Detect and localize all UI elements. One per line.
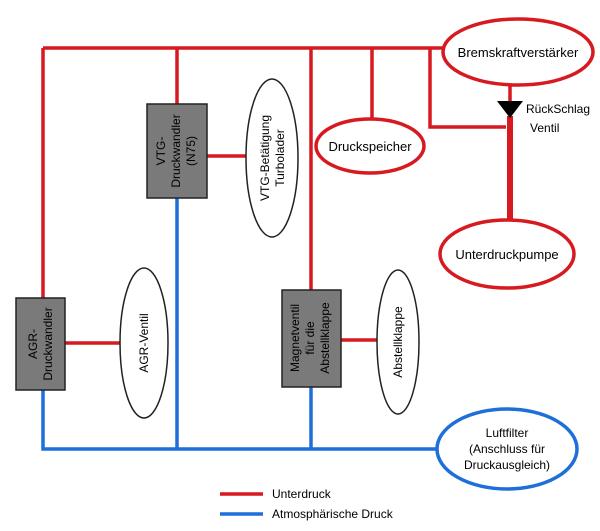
egr-converter-label-1: AGR- [26,329,40,359]
air-filter-label-1: Luftfilter [486,426,529,440]
pressure-accumulator-label: Druckspeicher [328,139,412,154]
vtg-pressure-converter: VTG- Druckwandler (N75) [146,103,208,199]
brake-booster-shape [441,17,595,87]
egr-valve: AGR-Ventil [119,267,169,419]
brake-booster-label: Bremskraftverstärker [458,45,579,60]
vtg-actuator-shape [245,78,299,238]
egr-valve-shape [119,267,169,419]
vtg-converter-box [146,103,208,199]
legend-vacuum-label: Unterdruck [272,487,332,501]
air-filter-shape [435,407,579,491]
check-valve-icon [497,101,523,118]
vtg-actuator-turbocharger: VTG-Betätigung Turbolader [245,78,299,238]
air-filter-label-2: (Anschluss für [469,442,545,456]
vacuum-pump: Unterdruckpumpe [438,218,576,290]
air-filter-label-3: Druckausgleich) [464,458,550,472]
vtg-converter-label-3: (N75) [184,136,198,166]
vacuum-pump-label: Unterdruckpumpe [455,247,558,262]
vtg-actuator-label-1: VTG-Betätigung [258,115,272,201]
vtg-converter-label-1: VTG- [154,137,168,166]
shutoff-solenoid-valve: Magnetventil für die Abstellklappe [281,289,342,388]
air-filter: Luftfilter (Anschluss für Druckausgleich… [435,407,579,491]
vacuum-line-check-valve [428,48,506,129]
vacuum-lines [41,46,512,345]
brake-booster: Bremskraftverstärker [441,17,595,87]
solenoid-label-2: für die [303,321,317,355]
atmo-line-bottom-trunk [41,390,437,451]
vtg-actuator-label-2: Turbolader [273,129,287,187]
egr-converter-box [15,297,66,391]
solenoid-label-1: Magnetventil [288,304,302,372]
legend: Unterdruck Atmosphärische Druck [220,487,394,521]
vacuum-pump-shape [438,218,576,290]
shutoff-flap: Abstellklappe [376,269,420,415]
atmospheric-lines [41,198,437,451]
check-valve-label-2: Ventil [530,121,559,135]
solenoid-valve-box [281,289,342,388]
pressure-accumulator: Druckspeicher [314,117,426,175]
shutoff-flap-label: Abstellklappe [391,306,405,378]
pressure-accumulator-shape [314,117,426,175]
vtg-converter-label-2: Druckwandler [169,114,183,187]
shutoff-flap-shape [376,269,420,415]
solenoid-label-3: Abstellklappe [318,302,332,374]
egr-pressure-converter: AGR- Druckwandler [15,297,66,391]
check-valve-label-1: RückSchlag [526,102,590,116]
egr-converter-label-2: Druckwandler [41,307,55,380]
legend-atmospheric-label: Atmosphärische Druck [272,507,394,521]
egr-valve-label: AGR-Ventil [137,313,151,372]
